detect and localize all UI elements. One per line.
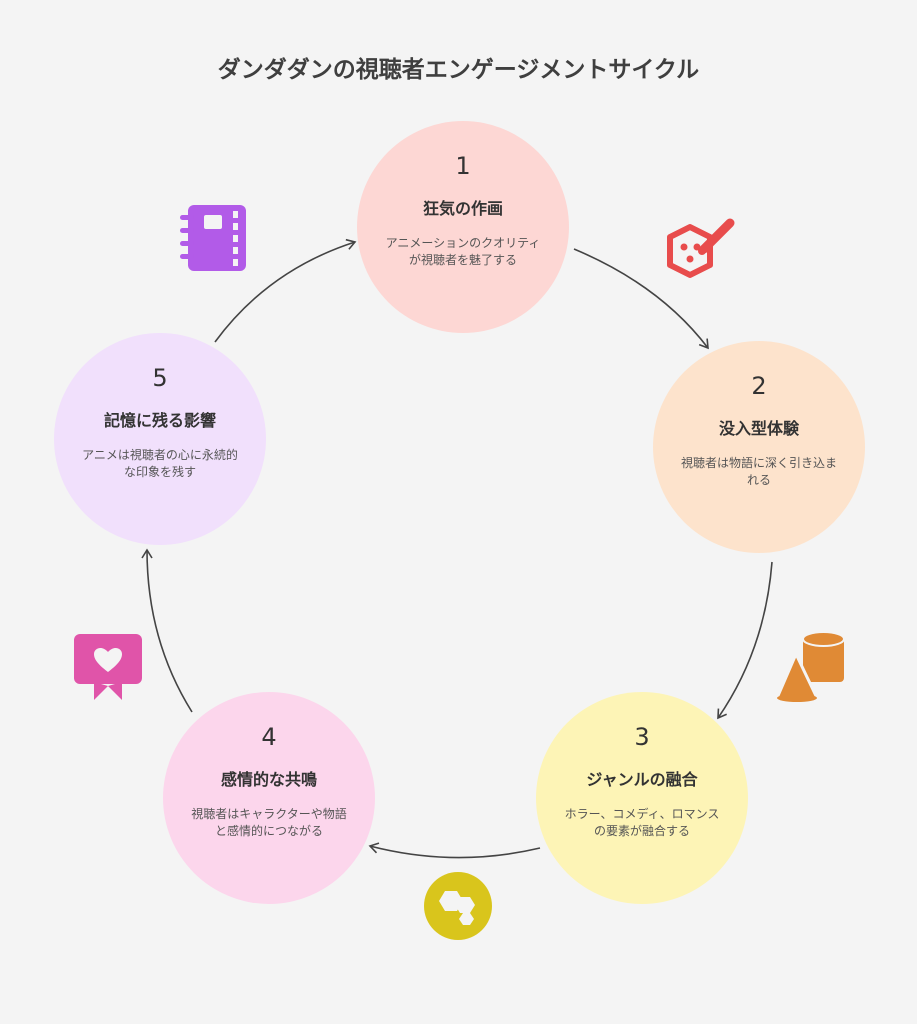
step-5-title: 記憶に残る影響	[103, 411, 216, 430]
arrow-1-to-2	[573, 248, 709, 350]
step-4-circle: 4 感情的な共鳴 視聴者はキャラクターや物語と感情的につながる	[163, 692, 375, 904]
step-3-description: ホラー、コメディ、ロマンスの要素が融合する	[564, 807, 720, 838]
step-5-number: 5	[152, 364, 168, 392]
step-1-description: アニメーションのクオリティが視聴者を魅了する	[385, 236, 541, 267]
notebook-icon	[180, 205, 246, 271]
step-3-circle: 3 ジャンルの融合 ホラー、コメディ、ロマンスの要素が融合する	[536, 692, 748, 904]
arrow-2-to-3	[717, 561, 773, 720]
step-3-title: ジャンルの融合	[586, 770, 698, 789]
step-2-circle: 2 没入型体験 視聴者は物語に深く引き込まれる	[653, 341, 865, 553]
heart-message-icon	[74, 634, 142, 700]
step-4-description: 視聴者はキャラクターや物語と感情的につながる	[191, 807, 347, 838]
step-3-number: 3	[634, 723, 650, 751]
step-2-number: 2	[751, 372, 767, 400]
step-5-description: アニメは視聴者の心に永続的な印象を残す	[82, 448, 238, 479]
step-1-number: 1	[455, 152, 471, 180]
step-4-title: 感情的な共鳴	[220, 770, 317, 789]
cube-pen-icon	[667, 218, 735, 278]
step-2-description: 視聴者は物語に深く引き込まれる	[680, 456, 837, 487]
step-5-circle: 5 記憶に残る影響 アニメは視聴者の心に永続的な印象を残す	[54, 333, 266, 545]
step-4-number: 4	[261, 723, 277, 751]
step-1-circle: 1 狂気の作画 アニメーションのクオリティが視聴者を魅了する	[357, 121, 569, 333]
step-1-title: 狂気の作画	[422, 199, 503, 218]
hexagons-icon	[424, 872, 492, 940]
arrow-5-to-1	[214, 238, 357, 343]
arrow-3-to-4	[368, 842, 541, 859]
shapes-icon	[775, 631, 845, 702]
arrow-4-to-5	[141, 548, 193, 713]
step-2-title: 没入型体験	[718, 419, 799, 438]
diagram-title: ダンダダンの視聴者エンゲージメントサイクル	[217, 57, 700, 83]
